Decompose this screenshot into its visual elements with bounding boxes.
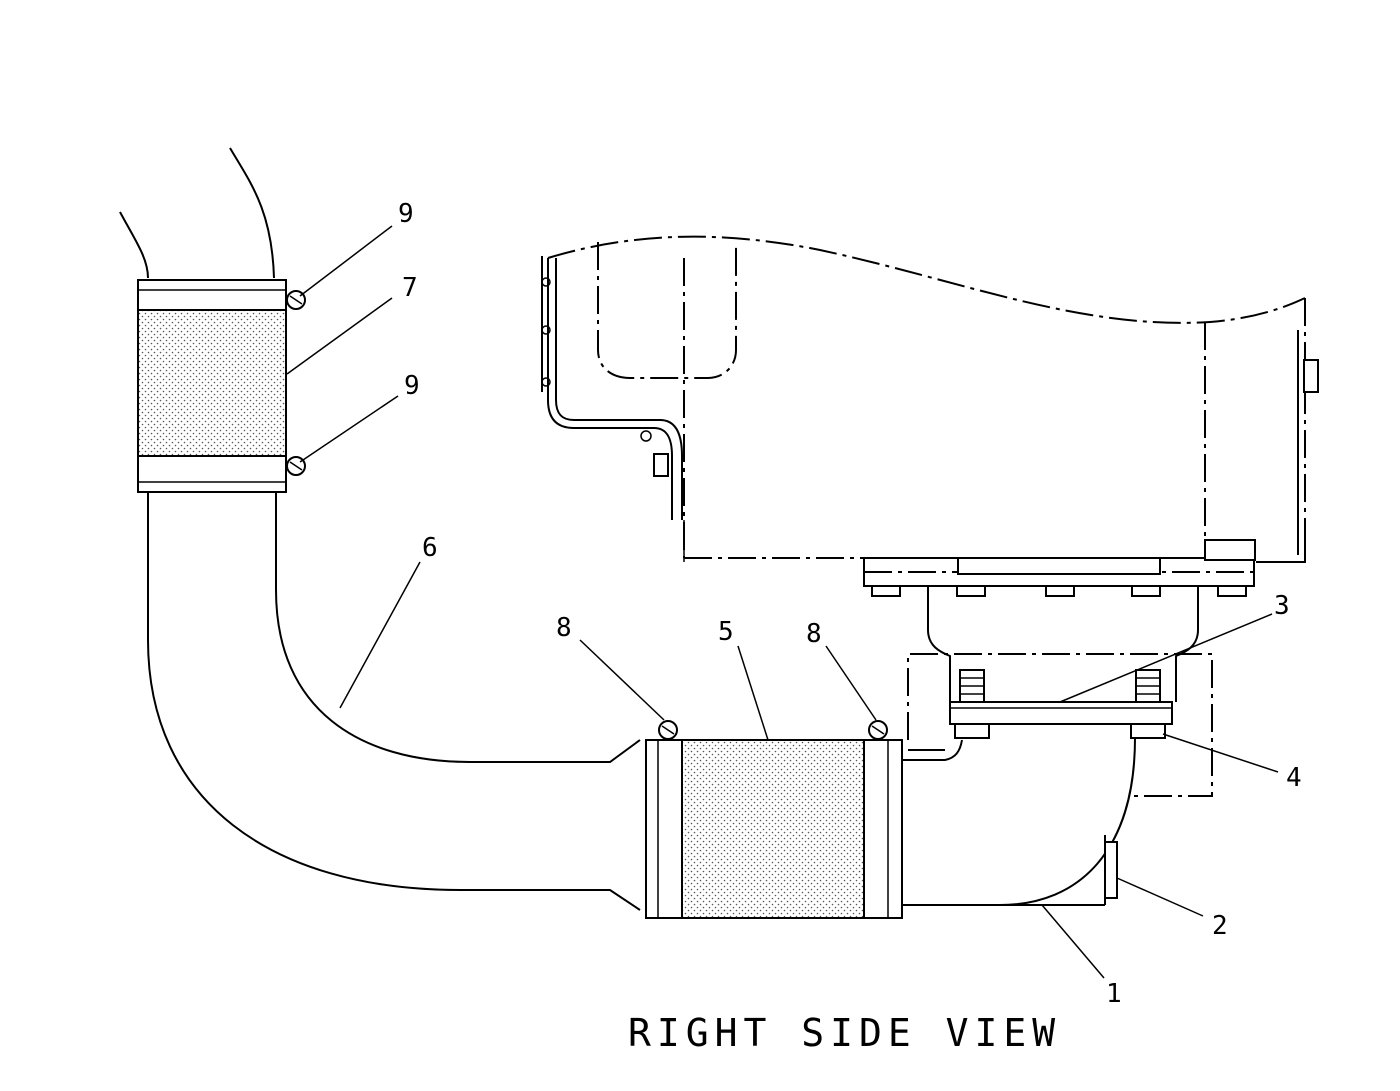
callout-labels: 9 7 9 6 8 5 8 3 4 2 1 xyxy=(398,199,1302,1009)
callout-7: 7 xyxy=(402,273,418,303)
flange-plate-3 xyxy=(949,669,1173,739)
callout-8-right: 8 xyxy=(806,619,822,649)
elbow-1 xyxy=(902,737,1136,906)
callout-9-lower: 9 xyxy=(404,371,420,401)
upper-sleeve-7 xyxy=(137,279,306,493)
callout-5: 5 xyxy=(718,617,734,647)
lower-sleeve-5 xyxy=(645,720,903,919)
engine-housing-phantom xyxy=(541,235,1319,563)
callout-8-left: 8 xyxy=(556,613,572,643)
leader-lines xyxy=(286,225,1279,979)
callout-3: 3 xyxy=(1274,591,1290,621)
callout-2: 2 xyxy=(1212,911,1228,941)
upper-pipe-ends xyxy=(119,147,275,279)
callout-6: 6 xyxy=(422,533,438,563)
callout-4: 4 xyxy=(1286,763,1302,793)
elbow-pipe-6 xyxy=(147,492,641,911)
mounting-rail xyxy=(863,539,1256,797)
callout-9-upper: 9 xyxy=(398,199,414,229)
callout-1: 1 xyxy=(1106,979,1122,1009)
view-title: RIGHT SIDE VIEW xyxy=(628,1011,1061,1055)
